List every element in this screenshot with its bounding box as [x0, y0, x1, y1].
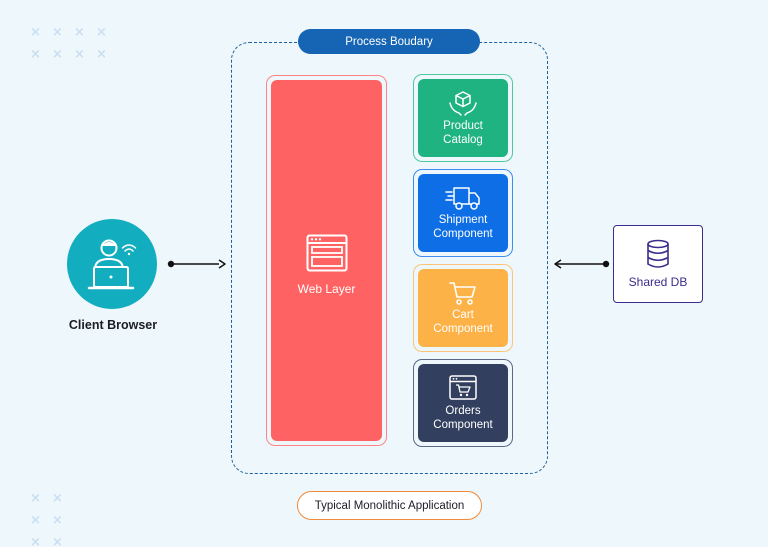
decor-x-mark: × — [30, 535, 41, 547]
orders-component-block: Orders Component — [413, 359, 513, 447]
cart-component-label: Cart Component — [433, 309, 492, 335]
client-to-app-arrow — [167, 259, 226, 269]
product-catalog-label-line2: Catalog — [443, 133, 483, 146]
orders-icon — [449, 375, 477, 401]
decor-x-mark: × — [52, 25, 63, 40]
decor-x-mark: × — [74, 47, 85, 62]
db-to-app-arrow — [554, 259, 610, 269]
cart-component-fill: Cart Component — [418, 269, 508, 347]
product-catalog-label-line1: Product — [443, 120, 483, 133]
cart-component-label-line1: Cart — [452, 309, 474, 322]
process-boundary-title: Process Boudary — [298, 29, 480, 54]
decor-x-mark: × — [52, 513, 63, 528]
shipment-component-label-line1: Shipment — [438, 214, 488, 227]
web-layer-block: Web Layer — [266, 75, 387, 446]
shared-db-label: Shared DB — [628, 275, 688, 289]
user-laptop-icon — [87, 239, 137, 290]
decor-x-mark: × — [96, 25, 107, 40]
orders-component-fill: Orders Component — [418, 364, 508, 442]
orders-component-label-line1: Orders — [445, 405, 481, 418]
shipment-component-label-line2: Component — [433, 227, 493, 240]
decor-x-mark: × — [30, 513, 41, 528]
product-catalog-fill: Product Catalog — [418, 79, 508, 157]
web-layer-fill: Web Layer — [271, 80, 382, 441]
database-icon — [647, 239, 669, 268]
shipment-component-fill: Shipment Component — [418, 174, 508, 252]
web-layer-label: Web Layer — [297, 282, 356, 296]
box-hands-icon — [449, 91, 477, 117]
truck-icon — [445, 187, 480, 211]
decor-x-mark: × — [52, 491, 63, 506]
cart-icon — [449, 282, 476, 306]
shipment-component-block: Shipment Component — [413, 169, 513, 257]
decor-x-mark: × — [52, 47, 63, 62]
shipment-component-label: Shipment Component — [433, 214, 492, 240]
monolithic-application-caption: Typical Monolithic Application — [297, 491, 482, 520]
client-browser-node — [67, 219, 157, 309]
decor-x-mark: × — [96, 47, 107, 62]
orders-component-label-line2: Component — [433, 418, 493, 431]
shared-db-node: Shared DB — [613, 225, 703, 303]
cart-component-label-line2: Component — [433, 322, 493, 335]
cart-component-block: Cart Component — [413, 264, 513, 352]
product-catalog-block: Product Catalog — [413, 74, 513, 162]
decor-x-mark: × — [30, 491, 41, 506]
decor-x-mark: × — [52, 535, 63, 547]
decor-x-mark: × — [74, 25, 85, 40]
product-catalog-label: Product Catalog — [443, 120, 483, 146]
client-browser-label: Client Browser — [68, 318, 158, 332]
browser-window-icon — [306, 234, 347, 272]
decor-x-mark: × — [30, 25, 41, 40]
decor-x-mark: × — [30, 47, 41, 62]
orders-component-label: Orders Component — [433, 405, 492, 431]
